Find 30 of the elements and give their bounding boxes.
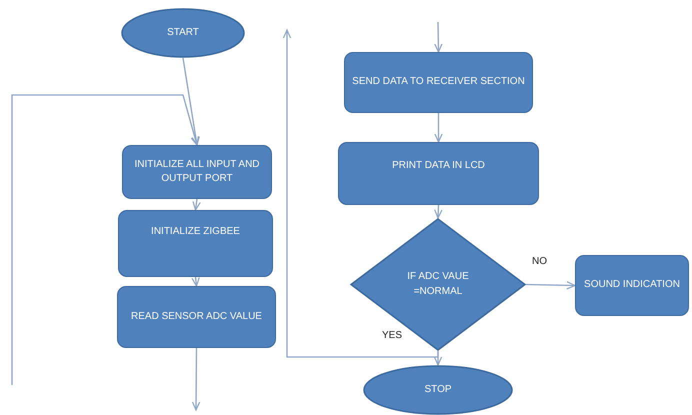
node-text: STOP <box>423 382 453 397</box>
process-box <box>344 52 533 113</box>
node-text: SEND DATA TO RECEIVER SECTION <box>351 75 526 90</box>
node-text: START <box>166 26 200 40</box>
process-box <box>118 210 273 277</box>
arrow <box>282 29 439 358</box>
terminal-ellipse <box>363 365 513 415</box>
edge-label: YES <box>380 330 404 341</box>
arrow <box>191 276 200 287</box>
node-text: READ SENSOR ADC VALUE <box>130 310 263 324</box>
process-box <box>117 286 276 348</box>
terminal-ellipse <box>121 8 245 58</box>
node-text: SOUND INDICATION <box>583 278 681 292</box>
process-box <box>122 145 272 199</box>
arrow <box>192 348 200 411</box>
decision-diamond <box>350 218 526 351</box>
edge-label: NO <box>530 256 549 267</box>
arrow <box>434 204 443 219</box>
node-text: IF ADC VAUE =NORMAL <box>406 270 470 298</box>
arrow <box>192 198 201 211</box>
node-text: INITIALIZE ALL INPUT AND OUTPUT PORT <box>133 158 261 186</box>
node-text: INITIALIZE ZIGBEE <box>150 225 241 239</box>
arrow <box>526 281 576 290</box>
arrow <box>434 22 443 53</box>
process-box <box>338 142 539 205</box>
arrow <box>11 94 199 385</box>
process-box <box>575 255 689 316</box>
node-text: PRINT DATA IN LCD <box>391 159 486 173</box>
arrow <box>182 58 200 146</box>
arrow <box>434 113 443 143</box>
